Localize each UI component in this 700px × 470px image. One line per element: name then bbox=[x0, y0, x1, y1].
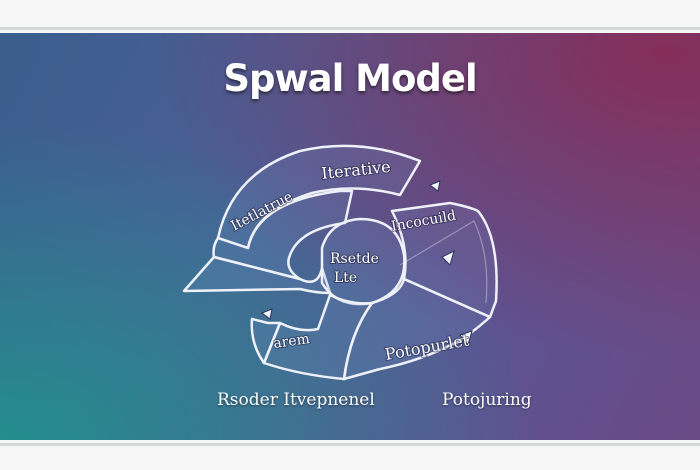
spiral-diagram: Iterative Itetlatrue Incocuild Rsetde Lt… bbox=[182, 144, 498, 381]
segment-lower-left-outer bbox=[250, 317, 282, 365]
bottom-divider bbox=[0, 443, 700, 446]
slide-panel: Spwal Model Iterat bbox=[0, 33, 700, 440]
segment-right bbox=[390, 201, 498, 319]
top-divider bbox=[0, 27, 700, 30]
caption-right: Potojuring bbox=[442, 390, 532, 410]
arrow-marker-icon bbox=[459, 330, 473, 347]
label-lower-left: arem bbox=[272, 331, 310, 352]
segment-lower-left bbox=[262, 293, 374, 381]
segment-right-inner bbox=[399, 220, 488, 304]
arrow-marker-icon bbox=[260, 308, 273, 320]
arrow-marker-icon bbox=[441, 250, 455, 266]
caption-left: Rsoder Itvepnenel bbox=[217, 390, 375, 410]
segment-left bbox=[212, 189, 354, 281]
arrow-marker-icon bbox=[428, 180, 441, 192]
label-center-line1: Rsetde bbox=[330, 251, 379, 267]
slide-title: Spwal Model bbox=[223, 57, 477, 100]
label-center-line2: Lte bbox=[334, 270, 357, 286]
